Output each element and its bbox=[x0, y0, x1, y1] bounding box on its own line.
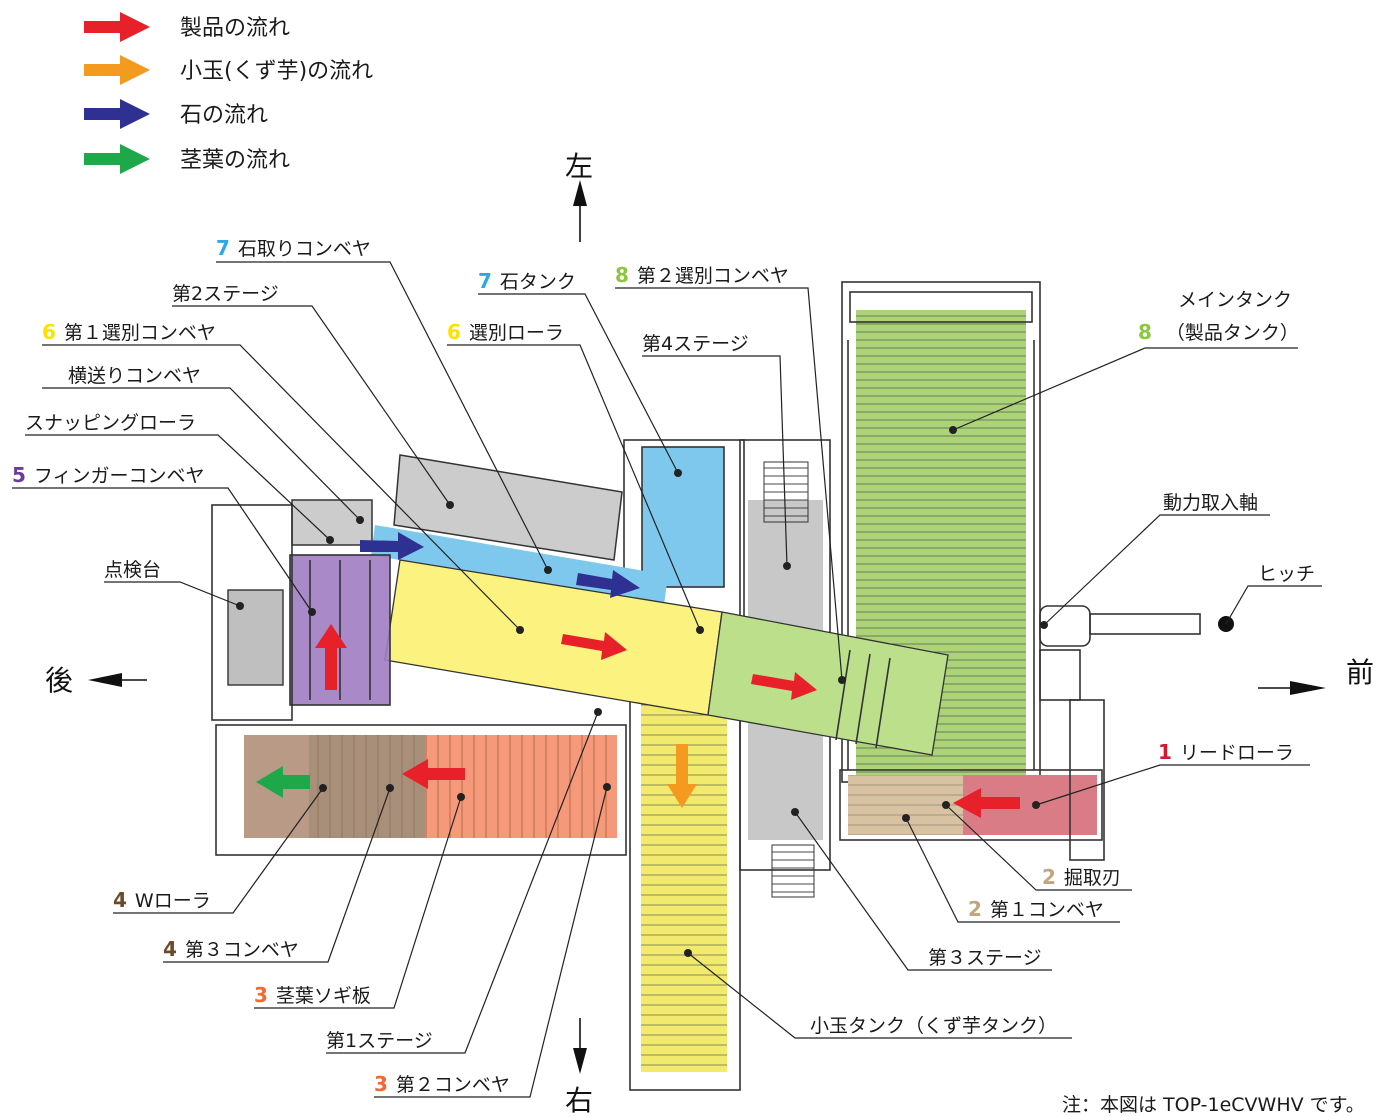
label-hitch: ヒッチ bbox=[1258, 563, 1315, 585]
stone-tank bbox=[642, 447, 724, 587]
sort-conveyor-2 bbox=[707, 611, 949, 756]
arrow-right-icon bbox=[561, 632, 627, 660]
legend-item-leaf: 茎葉の流れ bbox=[84, 144, 290, 174]
legend-label-small: 小玉(くず芋)の流れ bbox=[180, 59, 373, 84]
legend-label-leaf: 茎葉の流れ bbox=[180, 148, 290, 173]
label-snapping-roller: スナッピングローラ bbox=[25, 412, 196, 434]
arrow-right-icon bbox=[84, 99, 150, 129]
label-stage3: 第３ステージ bbox=[928, 947, 1042, 969]
label-main-tank: メインタンク bbox=[1178, 289, 1292, 311]
flow-arrows bbox=[256, 532, 1020, 818]
direction-left: 左 bbox=[565, 150, 593, 242]
legend-item-stone: 石の流れ bbox=[84, 99, 268, 129]
arrow-up-icon bbox=[315, 624, 347, 690]
label-inspection: 点検台 bbox=[104, 559, 161, 581]
legend-item-small: 小玉(くず芋)の流れ bbox=[84, 55, 373, 85]
arrow-left-icon bbox=[953, 788, 1020, 818]
arrow-left-icon bbox=[88, 673, 122, 687]
direction-right-label: 右 bbox=[565, 1084, 593, 1117]
direction-right: 右 bbox=[565, 1018, 593, 1117]
label-main-tank-sub: 8（製品タンク） bbox=[1138, 320, 1299, 344]
arrow-right-icon bbox=[360, 532, 424, 560]
arrow-down-icon bbox=[573, 1048, 587, 1074]
label-stage1: 第1ステージ bbox=[326, 1030, 433, 1052]
legend-item-product: 製品の流れ bbox=[84, 12, 290, 42]
direction-left-label: 左 bbox=[565, 150, 593, 183]
leader-lines bbox=[12, 261, 1322, 1098]
label-cross-conveyor: 横送りコンベヤ bbox=[68, 365, 201, 387]
machine-drawing bbox=[211, 281, 1234, 1091]
legend-label-stone: 石の流れ bbox=[180, 103, 268, 128]
arrow-right-icon bbox=[84, 12, 150, 42]
direction-rear-label: 後 bbox=[45, 664, 73, 697]
direction-front-label: 前 bbox=[1346, 656, 1374, 689]
arrow-right-icon bbox=[576, 570, 640, 598]
legend-label-product: 製品の流れ bbox=[180, 16, 290, 41]
arrow-right-icon bbox=[84, 55, 150, 85]
footnote: 注：本図は TOP-1eCVWHV です。 bbox=[1062, 1094, 1365, 1116]
direction-rear: 後 bbox=[45, 664, 147, 697]
arrow-right-icon bbox=[751, 672, 817, 700]
arrow-right-icon bbox=[1290, 681, 1326, 695]
label-stage4: 第4ステージ bbox=[642, 333, 749, 355]
arrow-left-icon bbox=[256, 766, 310, 798]
direction-front: 前 bbox=[1258, 656, 1374, 695]
arrow-up-icon bbox=[573, 180, 587, 206]
arrow-right-icon bbox=[84, 144, 150, 174]
arrow-down-icon bbox=[667, 744, 697, 808]
label-pto: 動力取入軸 bbox=[1163, 492, 1258, 514]
arrow-left-icon bbox=[402, 759, 465, 789]
label-stage2: 第2ステージ bbox=[172, 283, 279, 305]
stage2-box bbox=[393, 454, 623, 561]
label-small-tank: 小玉タンク（くず芋タンク） bbox=[810, 1015, 1057, 1037]
legend: 製品の流れ 小玉(くず芋)の流れ 石の流れ 茎葉の流れ bbox=[84, 12, 373, 174]
